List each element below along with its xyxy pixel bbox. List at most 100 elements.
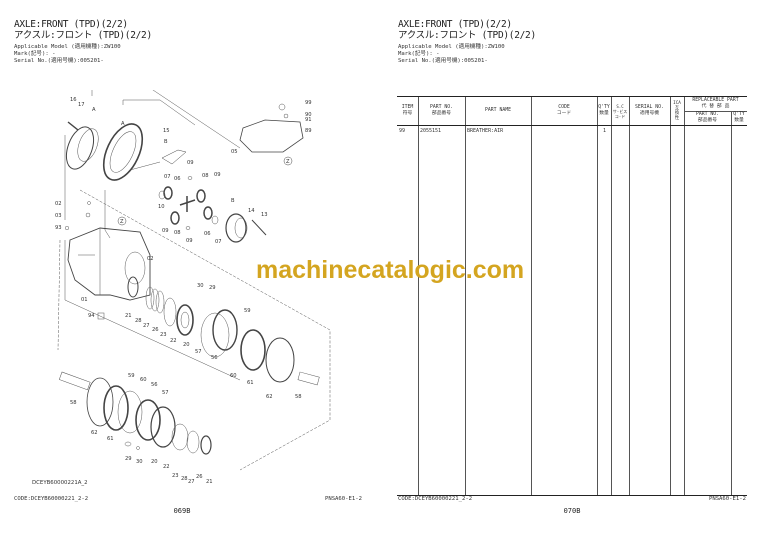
cell-item: 99: [399, 128, 406, 134]
svg-text:26: 26: [196, 474, 203, 480]
svg-text:14: 14: [248, 208, 255, 214]
page-title: AXLE:FRONT (TPD)(2/2) アクスル:フロント (TPD)(2/…: [398, 19, 536, 41]
svg-text:20: 20: [151, 459, 158, 465]
footer-ref: PNSA60-E1-2: [324, 496, 362, 502]
cell-part-no: 2055151: [420, 128, 442, 134]
svg-text:09: 09: [214, 172, 221, 178]
svg-text:01: 01: [81, 297, 88, 303]
svg-text:62: 62: [266, 394, 273, 400]
svg-text:91: 91: [305, 117, 312, 123]
svg-text:A: A: [121, 121, 125, 127]
svg-text:09: 09: [186, 238, 193, 244]
diagram-callouts: 16 17 A A 15 B 99 90 91 89 Z 05 B 09 07 …: [55, 97, 312, 485]
exploded-parts-diagram: 16 17 A A 15 B 99 90 91 89 Z 05 B 09 07 …: [55, 90, 331, 485]
applicable-model: Applicable Model (適用機種):ZW100: [398, 44, 505, 50]
svg-text:21: 21: [206, 479, 213, 485]
title-jp: アクスル:フロント (TPD)(2/2): [398, 30, 536, 41]
svg-text:56: 56: [211, 355, 218, 361]
svg-text:59: 59: [244, 308, 251, 314]
page-meta: Applicable Model (適用機種):ZW100 Mark(記号): …: [14, 44, 121, 65]
table-header: ITEM 符号 PART NO. 部品番号 PART NAME CODE コード…: [397, 97, 747, 126]
svg-text:57: 57: [162, 390, 169, 396]
svg-text:03: 03: [55, 213, 62, 219]
cell-qty: 1: [603, 128, 607, 134]
page-number: 070B: [563, 507, 581, 515]
svg-text:B: B: [164, 139, 168, 145]
header-qty: Q'TY 数量: [598, 105, 610, 116]
page-meta: Applicable Model (適用機種):ZW100 Mark(記号): …: [398, 44, 505, 65]
svg-text:60: 60: [230, 373, 237, 379]
svg-text:29: 29: [209, 285, 216, 291]
svg-text:28: 28: [181, 476, 188, 482]
svg-text:08: 08: [202, 173, 209, 179]
svg-text:26: 26: [152, 327, 159, 333]
serial-no: Serial No.(適用号機):005201-: [398, 58, 488, 64]
header-repl-part-no: PART NO. 部品番号: [695, 112, 720, 123]
svg-text:60: 60: [140, 377, 147, 383]
serial-no: Serial No.(適用号機):005201-: [14, 58, 104, 64]
svg-text:57: 57: [195, 349, 202, 355]
svg-text:09: 09: [162, 228, 169, 234]
svg-text:93: 93: [55, 225, 62, 231]
footer-code: CODE:DCEYB60000221_2-2: [398, 496, 473, 502]
svg-text:B: B: [231, 198, 235, 204]
svg-text:27: 27: [143, 323, 150, 329]
svg-text:58: 58: [70, 400, 77, 406]
svg-text:07: 07: [164, 174, 171, 180]
svg-text:30: 30: [197, 283, 204, 289]
svg-text:27: 27: [188, 479, 195, 485]
svg-text:Z: Z: [286, 159, 290, 165]
svg-text:90: 90: [305, 112, 312, 118]
svg-text:07: 07: [215, 239, 222, 245]
header-ica: ICA 互 換 性: [673, 101, 681, 121]
header-service-code: S.C サ-ビス コ-ド: [612, 103, 628, 119]
title-en: AXLE:FRONT (TPD)(2/2): [398, 19, 512, 30]
header-part-name: PART NAME: [485, 108, 511, 113]
figure-code: DCEYB60000221A_2: [32, 480, 88, 486]
svg-text:06: 06: [204, 231, 211, 237]
svg-text:20: 20: [183, 342, 190, 348]
svg-text:22: 22: [163, 464, 170, 470]
svg-text:30: 30: [136, 459, 143, 465]
left-page: AXLE:FRONT (TPD)(2/2) アクスル:フロント (TPD)(2/…: [14, 19, 362, 515]
svg-text:13: 13: [261, 212, 268, 218]
page-number: 069B: [173, 507, 191, 515]
svg-text:06: 06: [174, 176, 181, 182]
svg-text:61: 61: [247, 380, 254, 386]
svg-text:09: 09: [187, 160, 194, 166]
svg-text:Z: Z: [120, 219, 124, 225]
svg-text:61: 61: [107, 436, 114, 442]
svg-text:23: 23: [160, 332, 167, 338]
svg-text:08: 08: [174, 230, 181, 236]
applicable-model: Applicable Model (適用機種):ZW100: [14, 44, 121, 50]
svg-text:23: 23: [172, 473, 179, 479]
header-item: ITEM 符号: [401, 105, 414, 116]
svg-text:17: 17: [78, 102, 85, 108]
svg-text:99: 99: [305, 100, 312, 106]
svg-text:58: 58: [295, 394, 302, 400]
svg-text:02: 02: [147, 256, 154, 262]
header-code: CODE コード: [556, 105, 572, 116]
title-en: AXLE:FRONT (TPD)(2/2): [14, 19, 128, 30]
svg-text:15: 15: [163, 128, 170, 134]
mark: Mark(記号): -: [398, 51, 440, 57]
svg-text:22: 22: [170, 338, 177, 344]
parts-table: ITEM 符号 PART NO. 部品番号 PART NAME CODE コード…: [397, 96, 747, 496]
footer-code: CODE:DCEYB60000221_2-2: [14, 496, 89, 502]
svg-text:05: 05: [231, 149, 238, 155]
svg-text:21: 21: [125, 313, 132, 319]
mark: Mark(記号): -: [14, 51, 56, 57]
header-part-no: PART NO. 部品番号: [429, 105, 454, 116]
cell-part-name: BREATHER:AIR: [467, 128, 504, 134]
svg-text:59: 59: [128, 373, 135, 379]
right-page: AXLE:FRONT (TPD)(2/2) アクスル:フロント (TPD)(2/…: [384, 0, 768, 542]
header-serial-no: SERIAL NO. 適用号機: [635, 105, 664, 116]
title-jp: アクスル:フロント (TPD)(2/2): [14, 30, 152, 41]
svg-text:56: 56: [151, 382, 158, 388]
header-repl-qty: Q'TY 数量: [733, 112, 745, 123]
svg-text:10: 10: [158, 204, 165, 210]
svg-text:89: 89: [305, 128, 312, 134]
svg-text:94: 94: [88, 313, 95, 319]
watermark: machinecatalogic.com: [256, 256, 525, 284]
svg-text:62: 62: [91, 430, 98, 436]
